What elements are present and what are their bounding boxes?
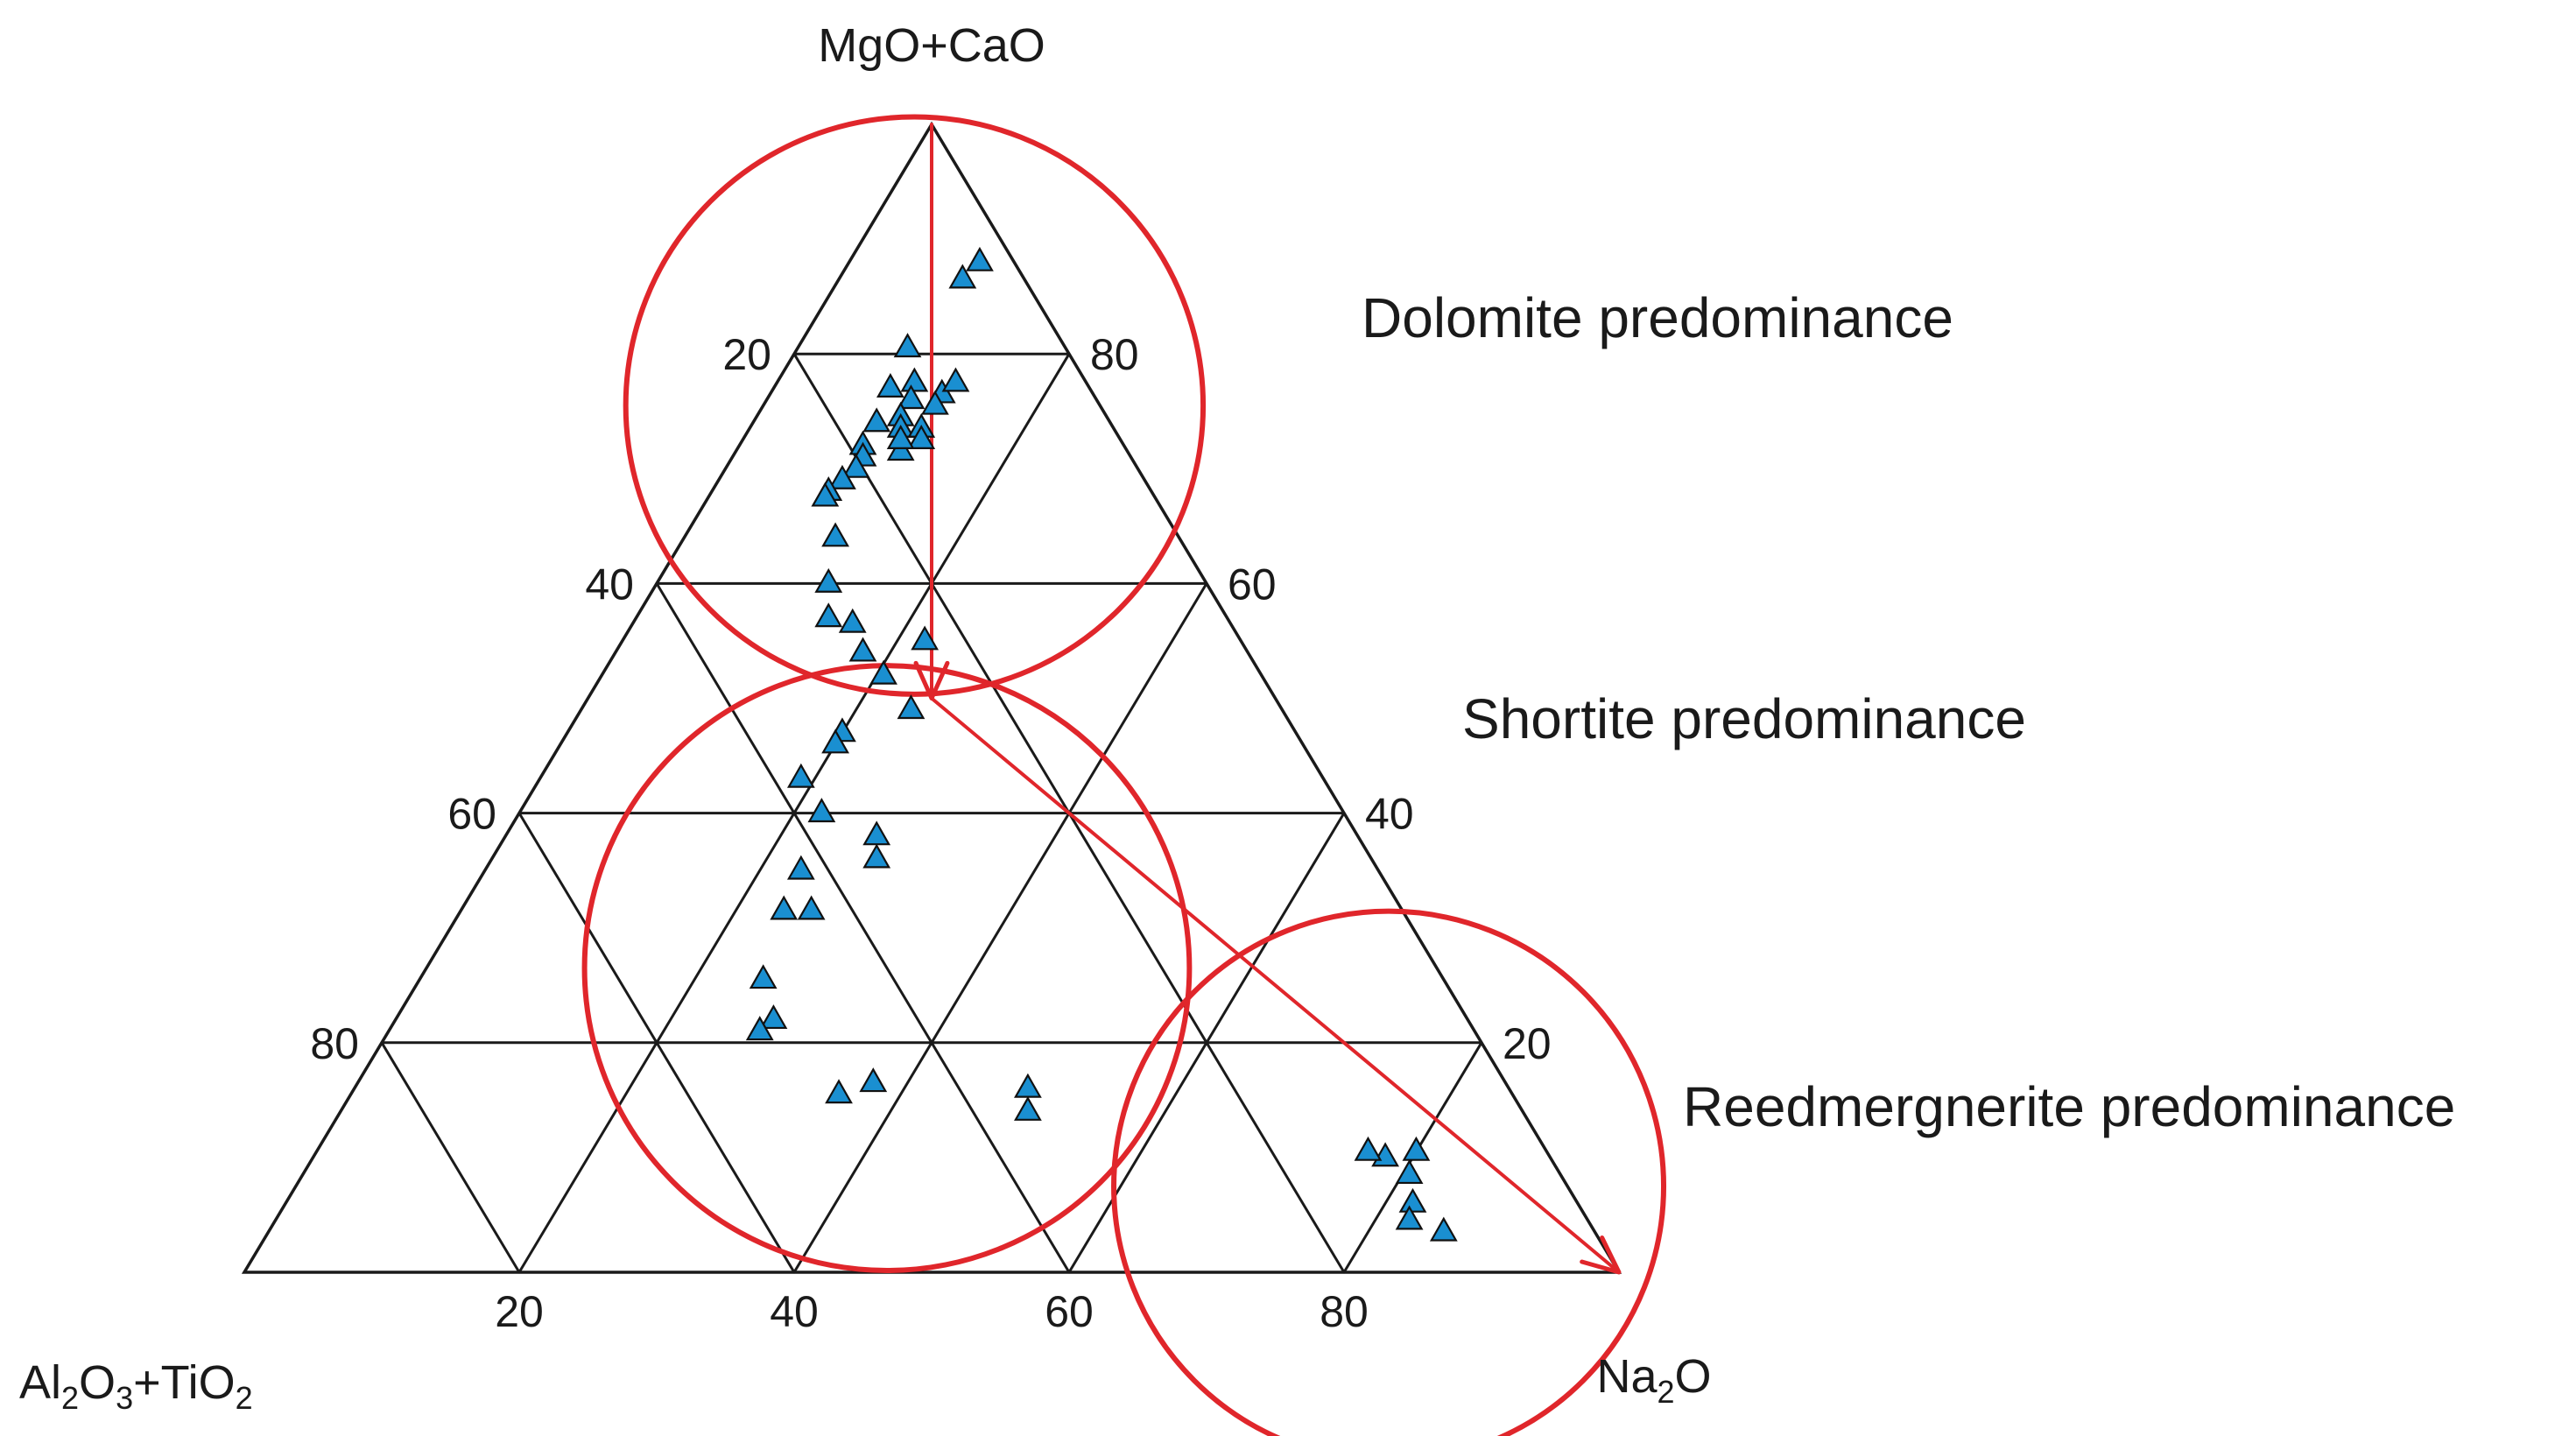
axis-label-right-part: O <box>1675 1350 1712 1403</box>
axis-label-left-part: Al <box>19 1356 61 1409</box>
sample-point-27 <box>848 637 877 662</box>
tick-bottom-80: 80 <box>1320 1287 1369 1336</box>
sample-point-44 <box>1014 1095 1042 1121</box>
sample-point-35 <box>862 820 891 846</box>
tick-bottom-60: 60 <box>1045 1287 1094 1336</box>
axis-label-right: Na2O <box>1596 1350 1711 1410</box>
ternary-frame <box>241 121 1622 1274</box>
sample-point-17 <box>886 425 915 449</box>
tick-bottom-40: 40 <box>770 1287 819 1336</box>
gridline-al2o3-40 <box>655 581 1071 1274</box>
sample-point-2 <box>948 264 977 289</box>
tick-right-20: 20 <box>1503 1019 1552 1068</box>
region-circle-1 <box>623 114 1207 697</box>
axis-label-left: Al2O3+TiO2 <box>19 1356 253 1416</box>
axis-label-right-part: Na <box>1596 1350 1658 1403</box>
sample-point-41 <box>759 1004 788 1030</box>
sample-point-36 <box>862 843 891 869</box>
sample-point-19 <box>841 453 870 478</box>
gridline-al2o3-60 <box>517 812 796 1274</box>
sample-point-34 <box>807 798 836 823</box>
sample-point-30 <box>897 694 926 720</box>
sample-point-8 <box>921 390 949 415</box>
axis-label-left-part: 3 <box>116 1380 133 1416</box>
sample-point-49 <box>1402 1136 1431 1161</box>
sample-point-51 <box>1398 1187 1427 1213</box>
sample-point-50 <box>1395 1159 1424 1185</box>
tick-right-80: 80 <box>1090 330 1139 379</box>
sample-point-23 <box>821 522 849 547</box>
tick-left-40: 40 <box>585 560 634 609</box>
sample-point-40 <box>749 964 778 989</box>
tick-left-20: 20 <box>722 330 771 379</box>
tick-right-40: 40 <box>1365 790 1414 839</box>
trend-arrow-2-line <box>930 696 1621 1274</box>
tick-right-60: 60 <box>1228 560 1277 609</box>
sample-point-33 <box>786 763 815 788</box>
axis-label-left-part: +TiO <box>133 1356 236 1409</box>
sample-point-52 <box>1395 1205 1424 1230</box>
gridline-al2o3-80 <box>380 1041 521 1274</box>
region-label-1: Dolomite predominance <box>1362 286 1953 349</box>
sample-point-29 <box>869 659 897 685</box>
region-circle-3 <box>1111 908 1666 1436</box>
sample-point-28 <box>911 625 940 651</box>
sample-point-9 <box>897 384 926 410</box>
sample-point-37 <box>786 855 815 880</box>
sample-point-39 <box>797 895 826 920</box>
region-circle-2 <box>581 663 1193 1273</box>
sample-point-16 <box>862 407 891 433</box>
axis-label-top: MgO+CaO <box>818 19 1045 72</box>
sample-point-3 <box>893 333 922 358</box>
region-label-2: Shortite predominance <box>1462 687 2026 750</box>
region-circles <box>581 114 1666 1436</box>
sample-point-20 <box>828 464 856 489</box>
tick-left-60: 60 <box>447 790 496 839</box>
axis-label-right-part: 2 <box>1657 1374 1674 1410</box>
sample-points <box>745 246 1458 1242</box>
sample-point-25 <box>814 602 843 628</box>
sample-point-48 <box>1354 1136 1383 1161</box>
sample-point-45 <box>825 1079 853 1104</box>
axis-label-left-part: 2 <box>236 1380 253 1416</box>
gridline-na2o-40 <box>792 581 1208 1274</box>
axis-label-left-part: 2 <box>61 1380 79 1416</box>
sample-point-5 <box>900 367 929 392</box>
sample-point-32 <box>821 729 849 754</box>
sample-point-13 <box>907 425 936 449</box>
axis-label-left-part: O <box>79 1356 116 1409</box>
sample-point-42 <box>745 1016 774 1041</box>
trend-arrow-2-head <box>1580 1235 1622 1275</box>
tick-bottom-20: 20 <box>495 1287 544 1336</box>
sample-point-4 <box>876 373 904 398</box>
sample-point-22 <box>811 482 840 507</box>
sample-point-53 <box>1429 1216 1458 1242</box>
sample-point-1 <box>966 246 994 271</box>
sample-point-26 <box>838 608 867 633</box>
sample-point-7 <box>941 367 970 392</box>
tick-left-80: 80 <box>310 1019 359 1068</box>
triangle-outline <box>241 121 1622 1274</box>
tick-labels: 20 40 60 80 20 40 60 80 80 60 40 20 <box>310 330 1551 1336</box>
sample-point-38 <box>770 895 799 920</box>
sample-point-43 <box>1014 1073 1042 1098</box>
sample-point-46 <box>859 1067 888 1093</box>
sample-point-24 <box>814 567 843 593</box>
region-label-3: Reedmergnerite predominance <box>1683 1075 2455 1138</box>
